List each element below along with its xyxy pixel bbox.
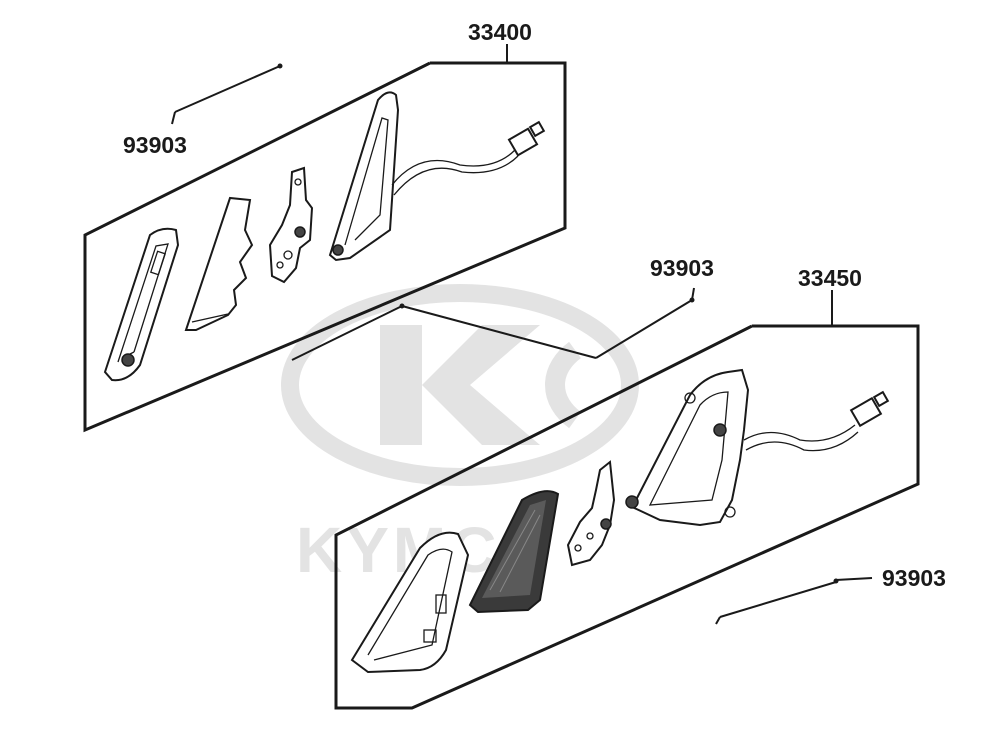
assembly-box-33400 — [83, 44, 567, 433]
screw-icon — [277, 63, 283, 69]
assembly-box-33450 — [334, 290, 920, 710]
bracket-icon — [566, 460, 616, 567]
screw-bottom-right — [715, 577, 873, 625]
kymco-logo-icon — [281, 284, 639, 486]
screw-icon — [833, 578, 839, 584]
part-label-33450: 33450 — [798, 265, 862, 291]
housing-with-connector-icon — [328, 91, 546, 262]
reflector-icon — [184, 196, 254, 331]
part-label-33400: 33400 — [468, 19, 532, 45]
housing-with-connector-icon — [625, 368, 890, 527]
bracket-icon — [268, 166, 314, 284]
part-label-93903-middle: 93903 — [650, 255, 714, 281]
screw-icon — [399, 303, 405, 309]
part-label-93903-bottom-right: 93903 — [882, 565, 946, 591]
screw-top-left — [171, 63, 283, 125]
lens-icon — [103, 227, 180, 382]
screw-middle — [291, 287, 695, 361]
part-label-93903-top-left: 93903 — [123, 132, 187, 158]
reflector-icon — [468, 490, 560, 614]
lens-icon — [350, 531, 470, 674]
